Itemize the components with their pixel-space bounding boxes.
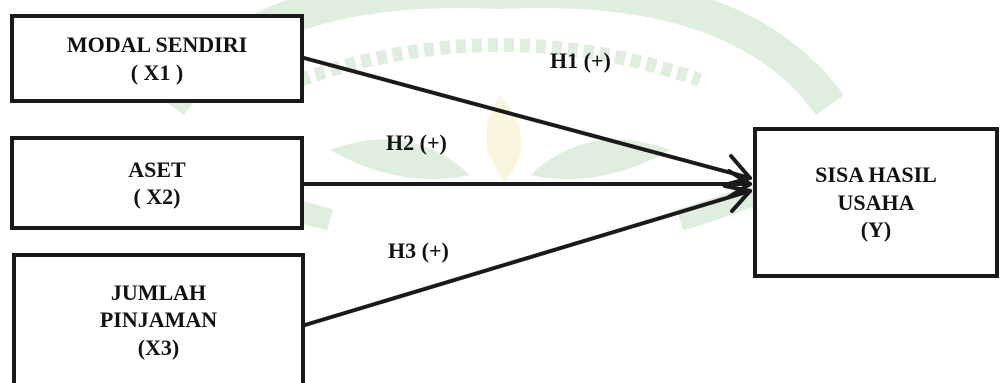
variable-box-y: SISA HASIL USAHA (Y): [753, 127, 999, 278]
arrow-h3: [303, 189, 752, 327]
variable-box-x2: ASET ( X2): [10, 136, 304, 230]
variable-x3-name-line1: JUMLAH: [110, 279, 207, 305]
variable-x2-code: ( X2): [133, 184, 181, 209]
arrow-h1: [302, 56, 752, 180]
hypothesis-label-h2: H2 (+): [386, 130, 447, 155]
variable-y-code: (Y): [860, 217, 892, 243]
watermark-left-wing: [330, 139, 470, 180]
variable-x2-name: ASET: [128, 156, 186, 182]
variable-x3-code: (X3): [137, 334, 180, 360]
arrowhead-h3: [723, 184, 752, 213]
hypothesis-label-h3: H3 (+): [388, 238, 449, 263]
watermark-center-leaf: [486, 95, 522, 182]
watermark-inner-arch: [297, 38, 703, 87]
variable-box-x3: JUMLAH PINJAMAN (X3): [12, 253, 305, 383]
variable-x1-code: ( X1 ): [130, 59, 184, 85]
variable-y-name-line1: SISA HASIL: [815, 162, 937, 188]
variable-y-name-line2: USAHA: [837, 189, 915, 215]
variable-x1-name: MODAL SENDIRI: [66, 32, 248, 57]
arrowhead-h2: [727, 169, 752, 199]
variable-box-x1: MODAL SENDIRI ( X1 ): [10, 14, 304, 103]
watermark-right-wing: [530, 139, 670, 180]
hypothesis-label-h1: H1 (+): [550, 48, 611, 73]
hypothesis-arrows: [302, 56, 752, 327]
variable-x3-name-line2: PINJAMAN: [99, 307, 218, 333]
